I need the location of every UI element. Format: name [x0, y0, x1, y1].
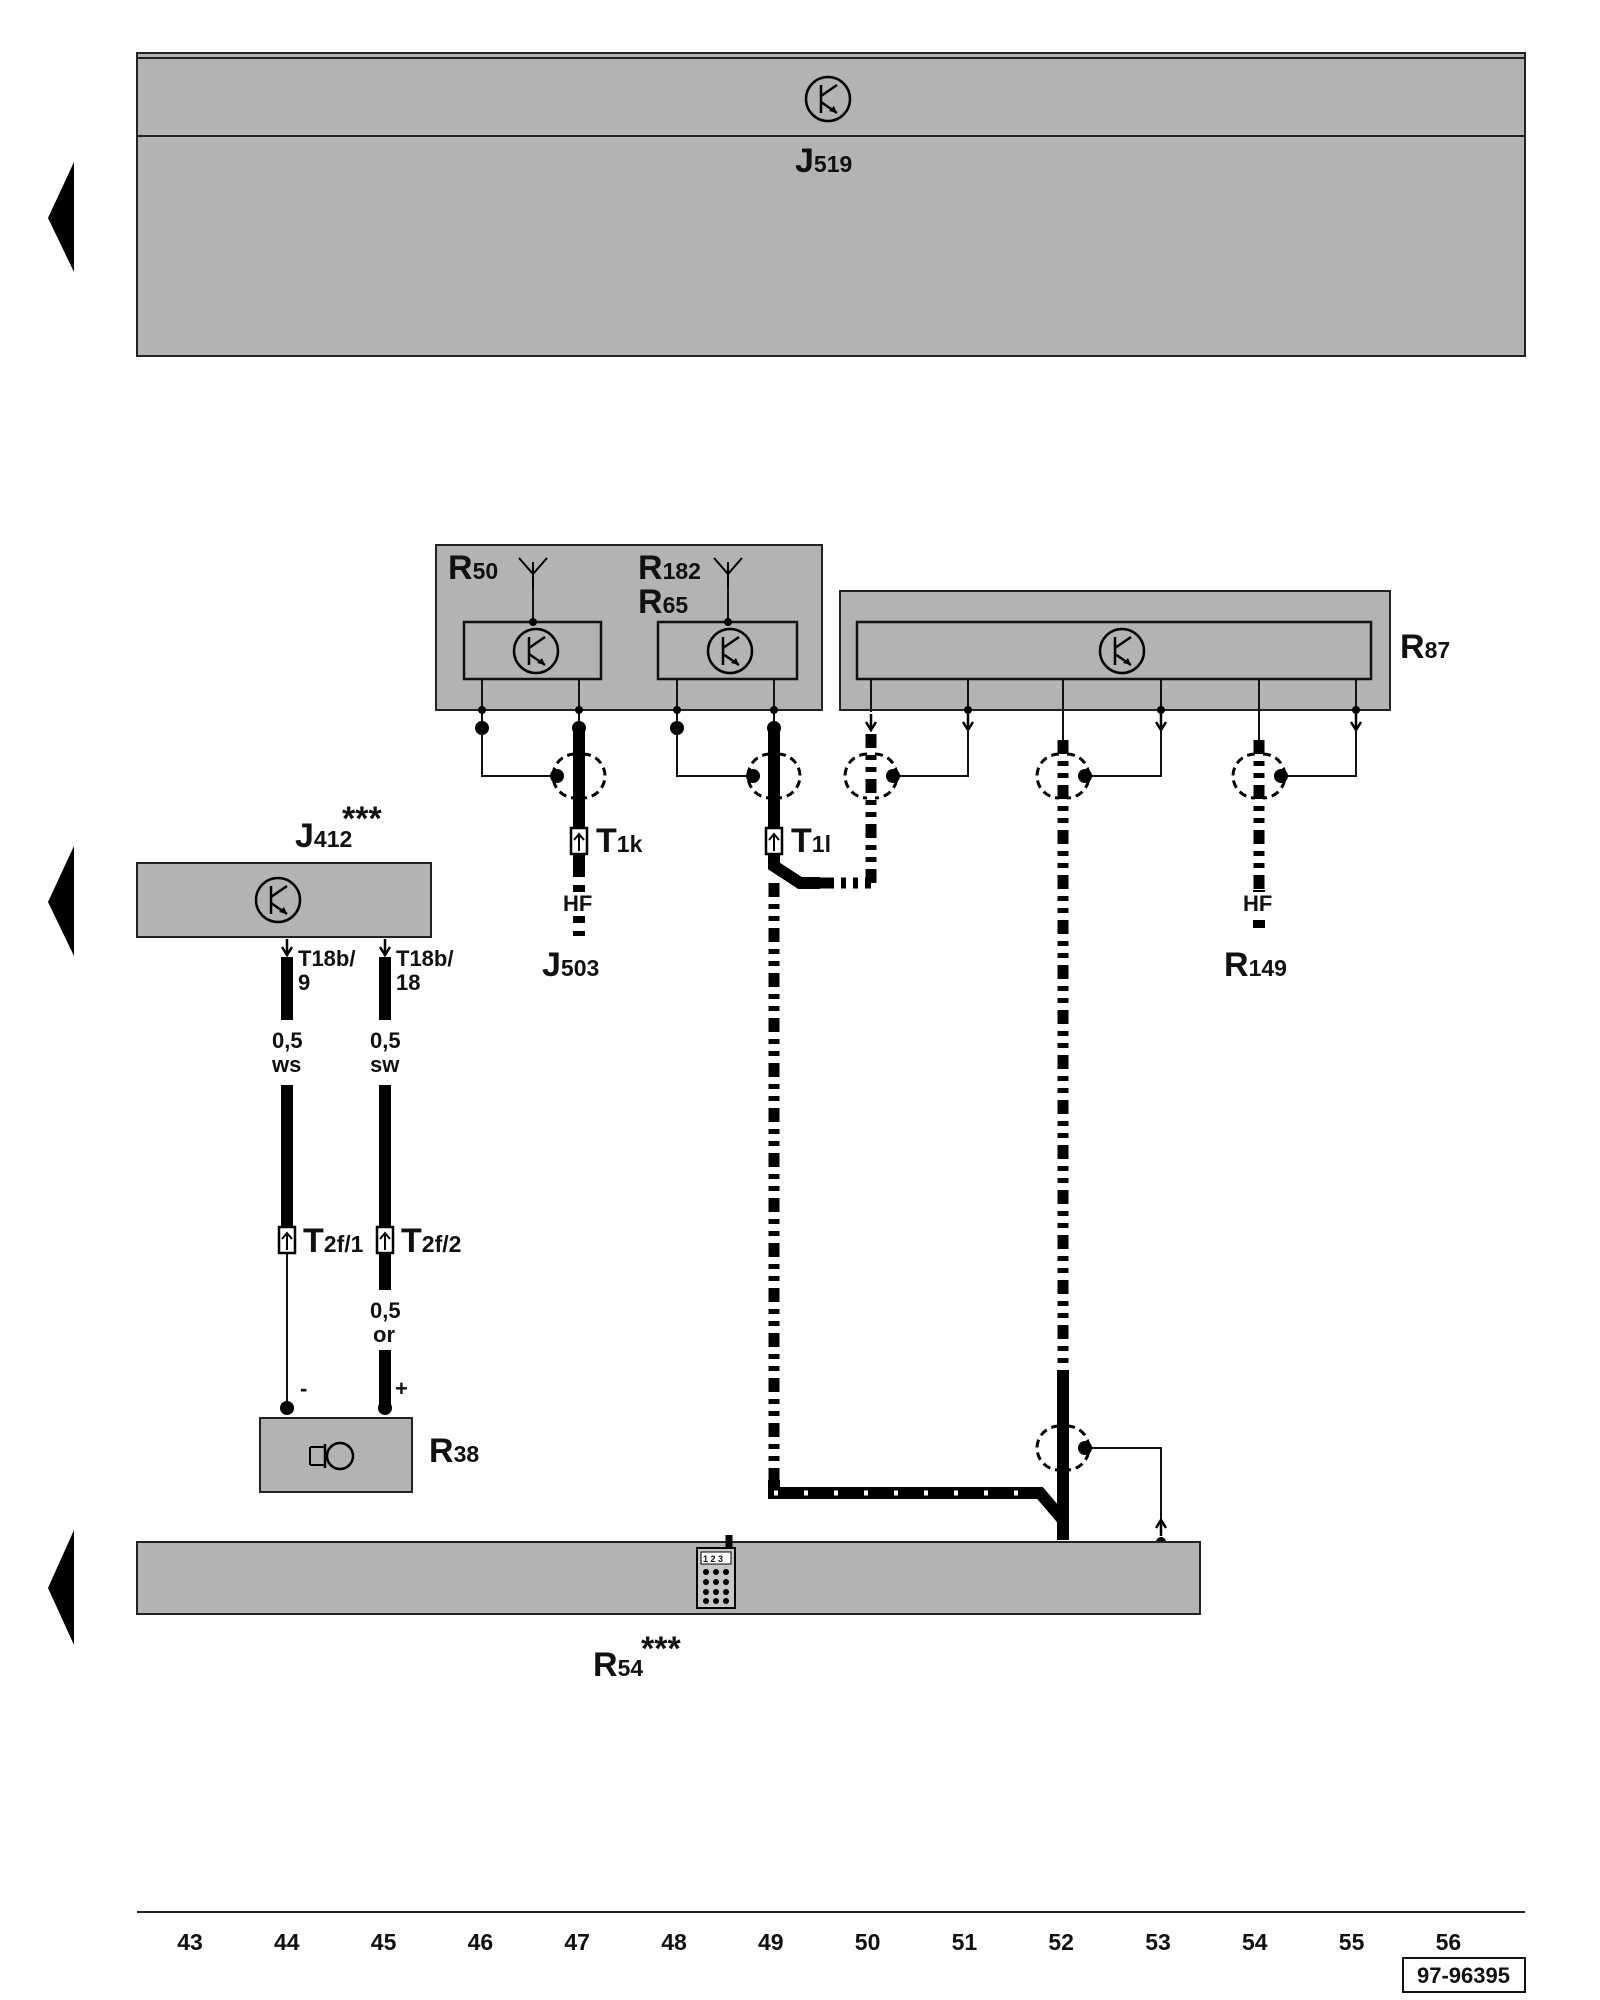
microphone-icon	[309, 1441, 355, 1471]
t1k-label: T1k	[596, 822, 643, 860]
t18b9-top: T18b/	[298, 946, 355, 971]
column-number: 52	[1048, 1929, 1074, 1955]
r149-label: R149	[1224, 946, 1287, 984]
column-number: 54	[1242, 1929, 1268, 1955]
t18b18-top: T18b/	[396, 946, 453, 971]
t2f1-label: T2f/1	[303, 1222, 364, 1260]
r87-label: R87	[1400, 628, 1450, 666]
j412-label: J412	[295, 817, 352, 855]
j503-label: J503	[542, 946, 599, 984]
column-number: 46	[468, 1929, 494, 1955]
hf-right-text: HF	[1243, 891, 1272, 916]
column-number: 53	[1145, 1929, 1171, 1955]
j412-mark: ***	[342, 800, 382, 838]
r182-label: R182	[638, 549, 701, 587]
column-number: 51	[952, 1929, 978, 1955]
r65-label: R65	[638, 583, 688, 621]
wire3-color: or	[373, 1322, 395, 1347]
column-number: 44	[274, 1929, 300, 1955]
column-number: 50	[855, 1929, 881, 1955]
connector-t1l-icon	[764, 826, 784, 856]
page-arrow-bottom[interactable]	[48, 1530, 74, 1645]
plus-label: +	[395, 1376, 408, 1401]
wire1-color: ws	[271, 1052, 301, 1077]
column-number: 47	[564, 1929, 590, 1955]
j519-control-unit: J519	[136, 52, 1526, 357]
t2f2-label: T2f/2	[401, 1222, 461, 1260]
column-number: 55	[1339, 1929, 1365, 1955]
r87-module-box: R87	[839, 590, 1450, 711]
column-number: 48	[661, 1929, 687, 1955]
wire2-size: 0,5	[370, 1028, 401, 1053]
page-arrow-middle[interactable]	[48, 846, 74, 956]
j519-label: J519	[795, 142, 852, 180]
column-numbers: 43 44 45 46 47 48 49 50 51 52 53 54 55 56	[177, 1929, 1461, 1955]
column-number: 56	[1436, 1929, 1462, 1955]
j412-control-unit: J412 ***	[136, 800, 432, 938]
antenna-module-box: R50 R182 R65	[435, 544, 823, 711]
connector-t2f2-icon	[375, 1225, 395, 1255]
t18b18-bottom: 18	[396, 970, 420, 995]
doc-number-box	[1402, 1957, 1526, 1993]
column-number: 43	[177, 1929, 203, 1955]
keypad-display: 1 2 3	[703, 1554, 723, 1564]
r38-microphone: R38	[259, 1417, 479, 1493]
column-number: 49	[758, 1929, 784, 1955]
hf-left-text: HF	[563, 891, 592, 916]
page-arrow-top[interactable]	[48, 162, 74, 272]
phone-keypad-icon: 1 2 3	[696, 1547, 736, 1609]
t18b9-bottom: 9	[298, 970, 310, 995]
r50-label: R50	[448, 549, 498, 587]
doc-number: 97-96395	[1417, 1963, 1510, 1988]
column-number: 45	[371, 1929, 397, 1955]
wire3-size: 0,5	[370, 1298, 401, 1323]
r54-label: R54	[593, 1646, 643, 1684]
wire2-color: sw	[370, 1052, 400, 1077]
wire1-size: 0,5	[272, 1028, 303, 1053]
minus-label: -	[300, 1376, 307, 1401]
t1l-label: T1l	[791, 822, 831, 860]
r54-control-unit: 1 2 3 R54 ***	[136, 1535, 1201, 1684]
r54-mark: ***	[641, 1630, 681, 1668]
connector-t2f1-icon	[277, 1225, 297, 1255]
connector-t1k-icon	[569, 826, 589, 856]
r38-label: R38	[429, 1432, 479, 1470]
